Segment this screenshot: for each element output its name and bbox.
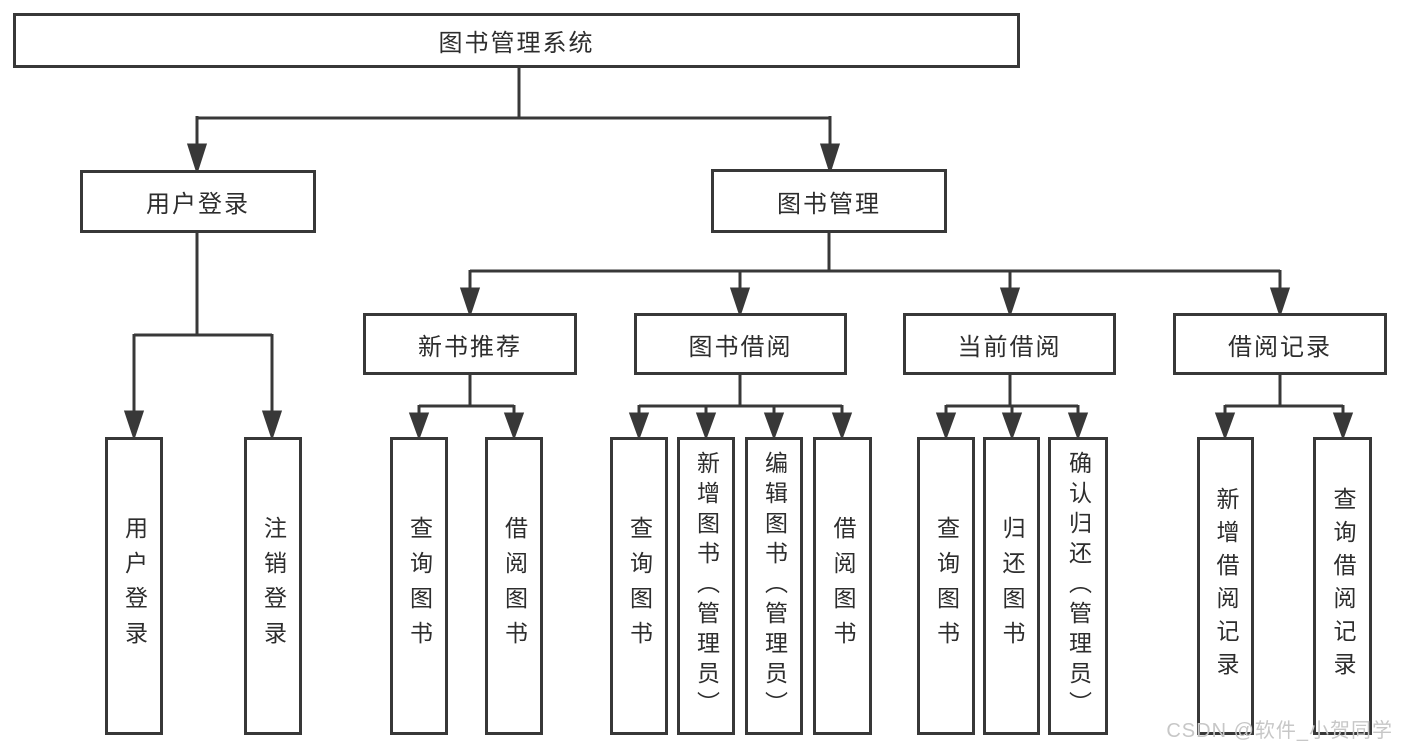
node-book-management: 图书管理	[711, 169, 947, 233]
leaf-logout: 注销登录	[244, 437, 302, 735]
node-new-book-recommend: 新书推荐	[363, 313, 577, 375]
leaf-records-add-record: 新增借阅记录	[1197, 437, 1254, 735]
leaf-recommend-borrow-books-label: 借阅图书	[501, 516, 528, 656]
leaf-borrow-borrow-books-label: 借阅图书	[830, 516, 856, 656]
leaf-borrow-edit-books-admin-label: 编辑图书（管理员）	[761, 451, 788, 721]
leaf-recommend-query-books-label: 查询图书	[406, 516, 433, 656]
leaf-recommend-borrow-books: 借阅图书	[485, 437, 543, 735]
leaf-user-login: 用户登录	[105, 437, 163, 735]
csdn-watermark: CSDN @软件_小贺同学	[1166, 720, 1393, 742]
leaf-borrow-edit-books-admin: 编辑图书（管理员）	[745, 437, 803, 735]
leaf-current-query-books: 查询图书	[917, 437, 975, 735]
leaf-records-add-record-label: 新增借阅记录	[1213, 487, 1239, 685]
leaf-recommend-query-books: 查询图书	[390, 437, 448, 735]
node-library-system: 图书管理系统	[13, 13, 1020, 68]
node-user-login-group: 用户登录	[80, 170, 316, 233]
leaf-borrow-query-books: 查询图书	[610, 437, 668, 735]
leaf-records-query-record: 查询借阅记录	[1313, 437, 1372, 735]
node-book-borrow: 图书借阅	[634, 313, 847, 375]
leaf-records-query-record-label: 查询借阅记录	[1330, 487, 1356, 685]
leaf-current-return-books: 归还图书	[983, 437, 1040, 735]
leaf-logout-label: 注销登录	[260, 516, 287, 656]
leaf-current-confirm-return-admin: 确认归还（管理员）	[1048, 437, 1108, 735]
node-current-borrow: 当前借阅	[903, 313, 1116, 375]
leaf-borrow-query-books-label: 查询图书	[626, 516, 653, 656]
leaf-borrow-add-books-admin-label: 新增图书（管理员）	[693, 451, 720, 721]
leaf-current-return-books-label: 归还图书	[999, 516, 1025, 656]
node-borrow-records: 借阅记录	[1173, 313, 1387, 375]
leaf-borrow-borrow-books: 借阅图书	[813, 437, 872, 735]
leaf-user-login-label: 用户登录	[121, 516, 148, 656]
leaf-current-query-books-label: 查询图书	[933, 516, 960, 656]
leaf-current-confirm-return-admin-label: 确认归还（管理员）	[1065, 451, 1092, 721]
leaf-borrow-add-books-admin: 新增图书（管理员）	[677, 437, 735, 735]
